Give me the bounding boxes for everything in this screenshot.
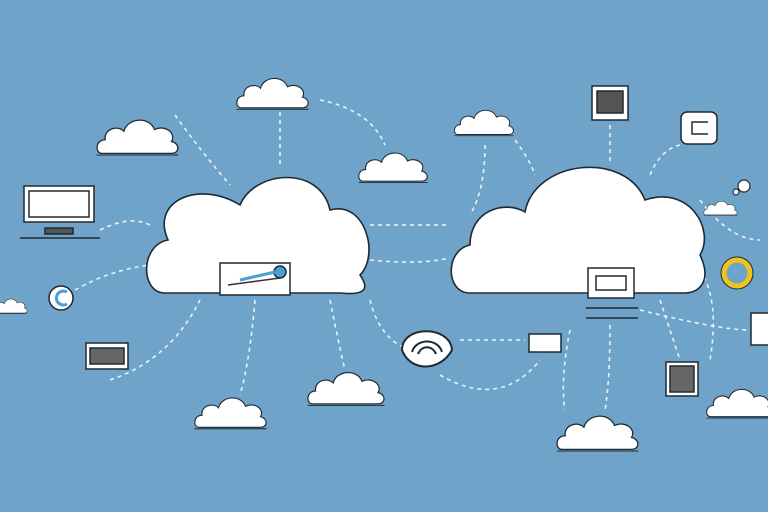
server-icon	[586, 267, 638, 319]
wifi-icon	[400, 330, 454, 368]
screen-display-icon	[596, 90, 624, 114]
chip-icon	[680, 111, 718, 145]
monitor-icon	[20, 185, 100, 239]
big-cloud-left	[145, 176, 370, 295]
copyright-like-c-icon	[48, 285, 74, 311]
drive-icon	[528, 333, 562, 353]
mouse-icon	[732, 179, 751, 196]
ring-icon	[720, 256, 754, 290]
laptop-icon	[219, 262, 291, 296]
dashed-connections	[74, 99, 761, 411]
big-cloud-right	[450, 166, 706, 294]
phone-icon	[750, 312, 768, 346]
device-icons	[85, 85, 768, 397]
